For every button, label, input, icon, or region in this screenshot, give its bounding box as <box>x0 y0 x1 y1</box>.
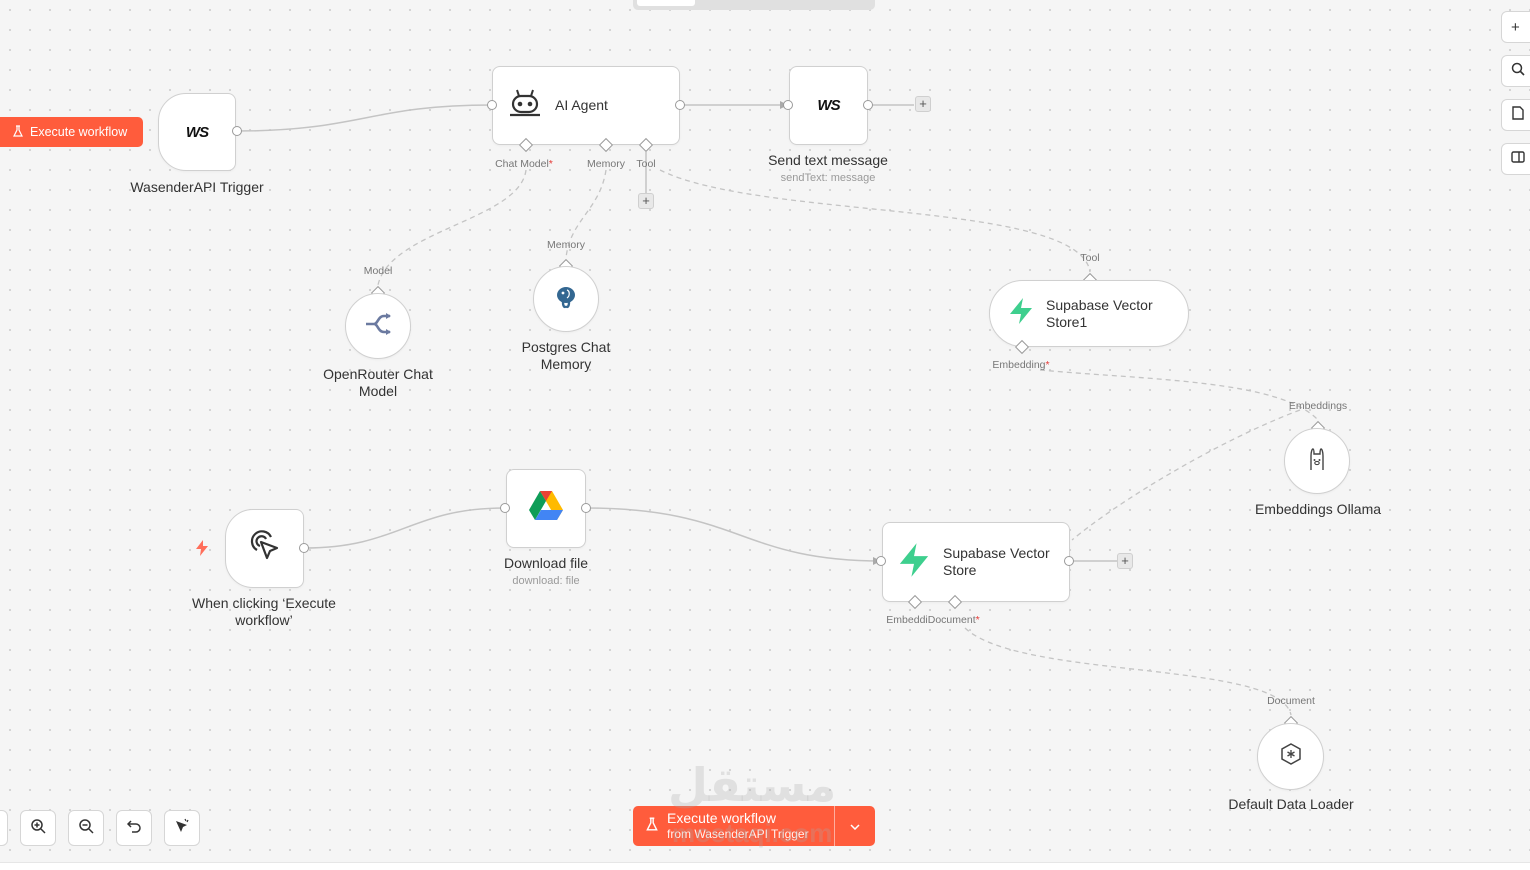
ollama-llama-icon <box>1307 447 1327 476</box>
openrouter-icon <box>364 312 392 340</box>
execute-line2: from WasenderAPI Trigger <box>667 827 809 841</box>
download-input-handle[interactable] <box>500 503 510 513</box>
wire-embedding <box>1039 369 1319 421</box>
send-text-message-node[interactable]: WS <box>789 66 868 145</box>
sticky-note-icon <box>1511 106 1525 124</box>
zoom-in-icon <box>30 818 46 839</box>
toggle-panel-button[interactable] <box>1501 143 1530 175</box>
default-data-loader-node[interactable] <box>1257 723 1324 790</box>
execute-line1: Execute workflow <box>667 810 776 826</box>
add-node-after-send-button[interactable]: + <box>915 96 931 112</box>
search-button[interactable] <box>1501 55 1530 87</box>
ai-agent-output-handle[interactable] <box>675 100 685 110</box>
supabase-store-output-handle[interactable] <box>1064 556 1074 566</box>
manual-trigger-node[interactable] <box>225 509 304 588</box>
supabase-vector-store1-node[interactable]: Supabase Vector Store1 <box>989 280 1189 347</box>
loader-document-port-label: Document <box>1267 695 1315 707</box>
trigger-bolt-icon <box>195 540 209 561</box>
supabase-store-title: Supabase Vector Store <box>943 545 1050 578</box>
execute-workflow-tag[interactable]: Execute workflow <box>0 117 143 147</box>
send-text-output-handle[interactable] <box>863 100 873 110</box>
supabase1-tool-port-label: Tool <box>1080 252 1100 264</box>
send-text-input-handle[interactable] <box>783 100 793 110</box>
zoom-out-button[interactable] <box>68 810 104 846</box>
supabase1-embedding-port-label: Embedding* <box>992 359 1050 371</box>
add-tool-button[interactable]: + <box>638 193 654 209</box>
add-node-after-supabase-button[interactable]: + <box>1117 553 1133 569</box>
manual-trigger-title: When clicking ‘Execute workflow’ <box>192 595 336 628</box>
panel-icon <box>1511 150 1525 168</box>
openrouter-chat-model-node[interactable] <box>345 293 411 359</box>
wire-embeddings-supabase <box>1071 409 1301 541</box>
wasender-trigger-output-handle[interactable] <box>232 126 242 136</box>
undo-button[interactable] <box>116 810 152 846</box>
tidy-up-button[interactable] <box>164 810 200 846</box>
sticky-note-button[interactable] <box>1501 99 1530 131</box>
wire-trigger-agent <box>236 104 493 132</box>
bottom-strip <box>0 862 1530 870</box>
tool-port-label: Tool <box>636 158 656 170</box>
download-file-subtitle: download: file <box>512 575 580 587</box>
memory-port-label: Memory <box>587 158 625 170</box>
cursor-click-icon <box>247 528 283 569</box>
embeddings-ollama-title: Embeddings Ollama <box>1254 501 1382 517</box>
send-text-title: Send text message <box>768 152 888 168</box>
supabase-bolt-icon <box>897 542 931 583</box>
chat-model-port-label: Chat Model* <box>495 158 553 170</box>
postgres-chat-memory-node[interactable] <box>533 266 599 332</box>
postgres-title: Postgres Chat Memory <box>521 339 611 372</box>
postgres-elephant-icon <box>553 284 579 315</box>
zoom-out-icon <box>78 818 94 839</box>
watermark-logo: مستقل <box>668 759 837 811</box>
wasender-logo-icon: WS <box>185 123 209 141</box>
top-view-tabs[interactable] <box>633 0 875 10</box>
execute-workflow-button[interactable]: Execute workflow from WasenderAPI Trigge… <box>633 806 875 846</box>
search-icon <box>1511 62 1525 80</box>
default-data-loader-title: Default Data Loader <box>1228 796 1354 812</box>
wire-download-supabase <box>585 507 882 562</box>
ai-agent-node[interactable]: AI Agent <box>492 66 680 145</box>
execute-dropdown-button[interactable] <box>834 806 875 846</box>
flask-icon <box>645 816 659 836</box>
embeddings-ollama-node[interactable] <box>1284 428 1350 494</box>
supabase-bolt-icon <box>1008 297 1034 330</box>
postgres-memory-port-label: Memory <box>547 239 585 251</box>
openrouter-title: OpenRouter Chat Model <box>323 366 433 399</box>
ai-agent-title: AI Agent <box>555 97 608 113</box>
wire-model <box>377 169 527 286</box>
top-tab-active[interactable] <box>637 0 695 6</box>
google-drive-icon <box>528 490 564 527</box>
wasender-logo-icon: WS <box>817 97 840 114</box>
tidy-up-icon <box>173 817 191 840</box>
wasender-trigger-title: WasenderAPI Trigger <box>130 179 264 195</box>
undo-icon <box>126 818 142 839</box>
robot-icon <box>507 87 543 124</box>
data-loader-icon <box>1279 742 1303 771</box>
execute-tag-label: Execute workflow <box>30 125 128 139</box>
plus-icon: + <box>1511 18 1520 36</box>
fit-view-button[interactable] <box>0 810 8 846</box>
wire-manual-download <box>303 507 506 549</box>
wasender-trigger-node[interactable]: WS <box>158 93 236 171</box>
flask-icon <box>12 124 24 140</box>
chevron-down-icon <box>850 817 860 835</box>
download-file-node[interactable] <box>506 469 586 548</box>
supabase-vector-store-node[interactable]: Supabase Vector Store <box>882 522 1070 602</box>
wire-tool <box>659 169 1091 273</box>
ai-agent-input-handle[interactable] <box>487 100 497 110</box>
supabase-store-input-handle[interactable] <box>876 556 886 566</box>
supabase-store-ports-label: EmbeddiDocument* <box>886 614 980 626</box>
download-file-title: Download file <box>503 555 589 571</box>
add-node-button[interactable]: + <box>1501 11 1530 43</box>
supabase1-title: Supabase Vector Store1 <box>1046 296 1153 330</box>
execute-workflow-main[interactable]: Execute workflow from WasenderAPI Trigge… <box>633 806 834 846</box>
wire-document <box>964 627 1292 716</box>
ollama-embeddings-port-label: Embeddings <box>1288 400 1348 412</box>
send-text-subtitle: sendText: message <box>780 172 876 184</box>
zoom-in-button[interactable] <box>20 810 56 846</box>
download-output-handle[interactable] <box>581 503 591 513</box>
manual-trigger-output-handle[interactable] <box>299 543 309 553</box>
openrouter-model-port-label: Model <box>363 265 393 277</box>
